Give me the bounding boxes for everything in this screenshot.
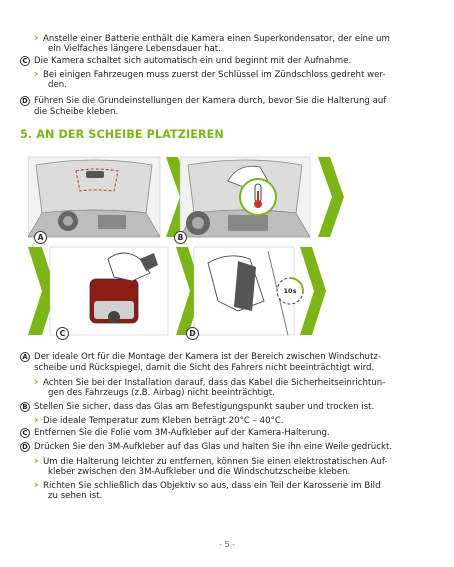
step-badge-b: B xyxy=(20,402,30,412)
panel-a-windshield xyxy=(27,156,161,238)
panel-c-peel-film xyxy=(49,246,169,336)
chevron-right-icon: › xyxy=(34,375,39,388)
timer-icon xyxy=(276,277,304,305)
chevron-right-icon: › xyxy=(34,67,39,80)
step-badge-c: C xyxy=(20,428,30,438)
step-arrow xyxy=(28,247,56,335)
step-badge-d: D xyxy=(20,96,30,106)
panel-badge-b: B xyxy=(174,231,187,244)
installation-illustration: 10s A B C D xyxy=(27,151,428,343)
bullet-item-continued: zu sehen ist. xyxy=(48,491,103,501)
panel-badge-a: A xyxy=(34,231,47,244)
installation-steps-svg xyxy=(27,156,344,336)
step-arrow xyxy=(318,157,344,237)
step-badge-d: D xyxy=(20,442,30,452)
bullet-item-continued: kleber zwischen den 3M-Aufkleber und die… xyxy=(48,467,351,477)
step-a-continued: scheibe und Rückspiegel, damit die Sicht… xyxy=(34,363,375,373)
bullet-item: ›Um die Halterung leichter zu entfernen,… xyxy=(34,454,388,467)
bullet-item: ›Achten Sie bei der Installation darauf,… xyxy=(34,375,386,388)
timer-label: 10s xyxy=(283,287,297,295)
bullet-item: ›Richten Sie schließlich das Objektiv so… xyxy=(34,478,381,491)
bullet-item-continued: ein Vielfaches längere Lebensdauer hat. xyxy=(48,44,221,54)
bullet-item-continued: den. xyxy=(48,80,67,90)
chevron-right-icon: › xyxy=(34,31,39,44)
step-badge-c: C xyxy=(20,56,30,66)
bullet-item: ›Bei einigen Fahrzeugen muss zuerst der … xyxy=(34,67,386,80)
section-heading: 5. AN DER SCHEIBE PLATZIEREN xyxy=(20,128,224,141)
thermometer-icon xyxy=(239,178,277,216)
chevron-right-icon: › xyxy=(34,454,39,467)
bullet-item: ›Anstelle einer Batterie enthält die Kam… xyxy=(34,31,390,44)
panel-badge-c: C xyxy=(56,327,69,340)
chevron-right-icon: › xyxy=(34,478,39,491)
step-arrow xyxy=(300,247,326,335)
bullet-item: ›Die ideale Temperatur zum Kleben beträg… xyxy=(34,413,284,426)
bullet-item-continued: gen des Fahrzeugs (z.B. Airbag) nicht be… xyxy=(48,388,275,398)
panel-badge-d: D xyxy=(186,327,199,340)
chevron-right-icon: › xyxy=(34,413,39,426)
page-number: - 5 - xyxy=(219,540,235,549)
step-d-continued: die Scheibe kleben. xyxy=(34,107,119,117)
step-badge-a: A xyxy=(20,352,30,362)
